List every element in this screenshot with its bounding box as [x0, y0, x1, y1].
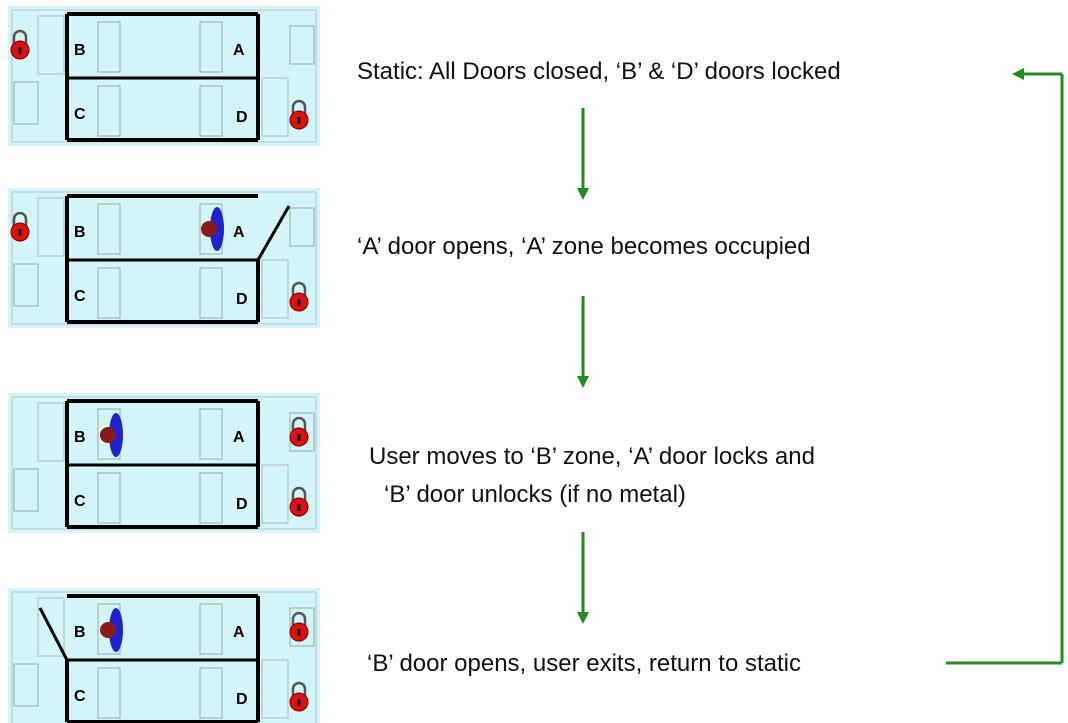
person-head — [201, 221, 217, 237]
zone-label-d: D — [236, 496, 248, 513]
lock-keyhole — [18, 47, 22, 54]
panel-step-1: B A C D — [8, 6, 320, 146]
pad-left-bottom — [13, 263, 39, 307]
zone-sensor — [199, 267, 223, 319]
lock-icon — [289, 681, 309, 712]
zone-label-a: A — [233, 224, 245, 241]
zone-label-c: C — [74, 288, 86, 305]
person-head — [100, 427, 116, 443]
panel-background — [8, 393, 320, 533]
lock-shackle — [291, 99, 307, 114]
outer-frame — [11, 591, 317, 723]
user-in-zone-a — [201, 207, 224, 251]
panel-step-2: B A C D — [8, 188, 320, 328]
side-wall-right — [261, 77, 289, 137]
lock-keyhole — [297, 299, 301, 306]
lock-shackle — [291, 416, 307, 431]
side-wall-left — [37, 15, 65, 75]
zone-label-a: A — [233, 624, 245, 641]
lock-shackle — [291, 681, 307, 696]
lock-icon — [289, 486, 309, 517]
pad-right-top — [289, 207, 315, 247]
lock-keyhole — [18, 229, 22, 236]
lock-shackle — [291, 281, 307, 296]
user-in-zone-b — [100, 608, 123, 652]
side-wall-right — [261, 464, 289, 524]
return-loop-arrow — [946, 68, 1064, 665]
side-wall-left — [37, 597, 65, 657]
zone-sensor — [97, 667, 121, 719]
lock-keyhole — [297, 117, 301, 124]
zone-label-b: B — [74, 224, 86, 241]
zone-sensor — [97, 203, 121, 255]
zone-label-a: A — [233, 42, 245, 59]
user-in-zone-b — [100, 413, 123, 457]
panels: B A C D B A C D B A C D B A C D — [8, 6, 320, 723]
side-wall-right — [261, 659, 289, 719]
lock-shackle — [12, 29, 28, 44]
person-head — [100, 622, 116, 638]
lock-shackle — [291, 611, 307, 626]
lock-shackle — [12, 211, 28, 226]
lock-keyhole — [297, 629, 301, 636]
lock-icon — [10, 211, 30, 242]
arrow-step2-to-step3 — [577, 296, 589, 388]
zone-label-d: D — [236, 691, 248, 708]
pad-left-bottom — [13, 468, 39, 512]
pad-left-bottom — [13, 81, 39, 125]
zone-sensor — [97, 267, 121, 319]
pad-right-top — [289, 25, 315, 65]
zone-label-b: B — [74, 42, 86, 59]
lock-icon — [10, 29, 30, 60]
zone-label-d: D — [236, 109, 248, 126]
panel-step-4: B A C D — [8, 588, 320, 723]
pad-right-top — [289, 607, 315, 647]
lock-icon — [289, 416, 309, 447]
zone-sensor — [199, 603, 223, 655]
zone-sensor — [199, 21, 223, 73]
panel-background — [8, 188, 320, 328]
lock-keyhole — [297, 699, 301, 706]
zone-sensor — [199, 85, 223, 137]
zone-label-d: D — [236, 291, 248, 308]
flow-arrows — [577, 68, 1064, 665]
zone-sensor — [97, 472, 121, 524]
arrow-step3-to-step4 — [577, 532, 589, 624]
lock-keyhole — [297, 504, 301, 511]
door-a-open — [256, 205, 291, 261]
pad-right-top — [289, 412, 315, 452]
side-wall-right — [261, 259, 289, 319]
zone-label-c: C — [74, 493, 86, 510]
zone-sensor — [97, 85, 121, 137]
lock-icon — [289, 611, 309, 642]
pad-left-bottom — [13, 663, 39, 707]
zone-sensor — [199, 472, 223, 524]
door-b-open — [38, 607, 69, 661]
panel-step-3: B A C D — [8, 393, 320, 533]
panel-background — [8, 6, 320, 146]
zone-label-b: B — [74, 429, 86, 446]
lock-keyhole — [297, 434, 301, 441]
lock-shackle — [291, 486, 307, 501]
lock-icon — [289, 281, 309, 312]
zone-label-b: B — [74, 624, 86, 641]
zone-sensor — [97, 21, 121, 73]
zone-sensor — [199, 667, 223, 719]
zone-label-c: C — [74, 106, 86, 123]
side-wall-left — [37, 402, 65, 462]
side-wall-left — [37, 197, 65, 257]
arrow-step1-to-step2 — [577, 108, 589, 200]
zone-sensor — [199, 408, 223, 460]
zone-label-c: C — [74, 688, 86, 705]
zone-label-a: A — [233, 429, 245, 446]
lock-icon — [289, 99, 309, 130]
